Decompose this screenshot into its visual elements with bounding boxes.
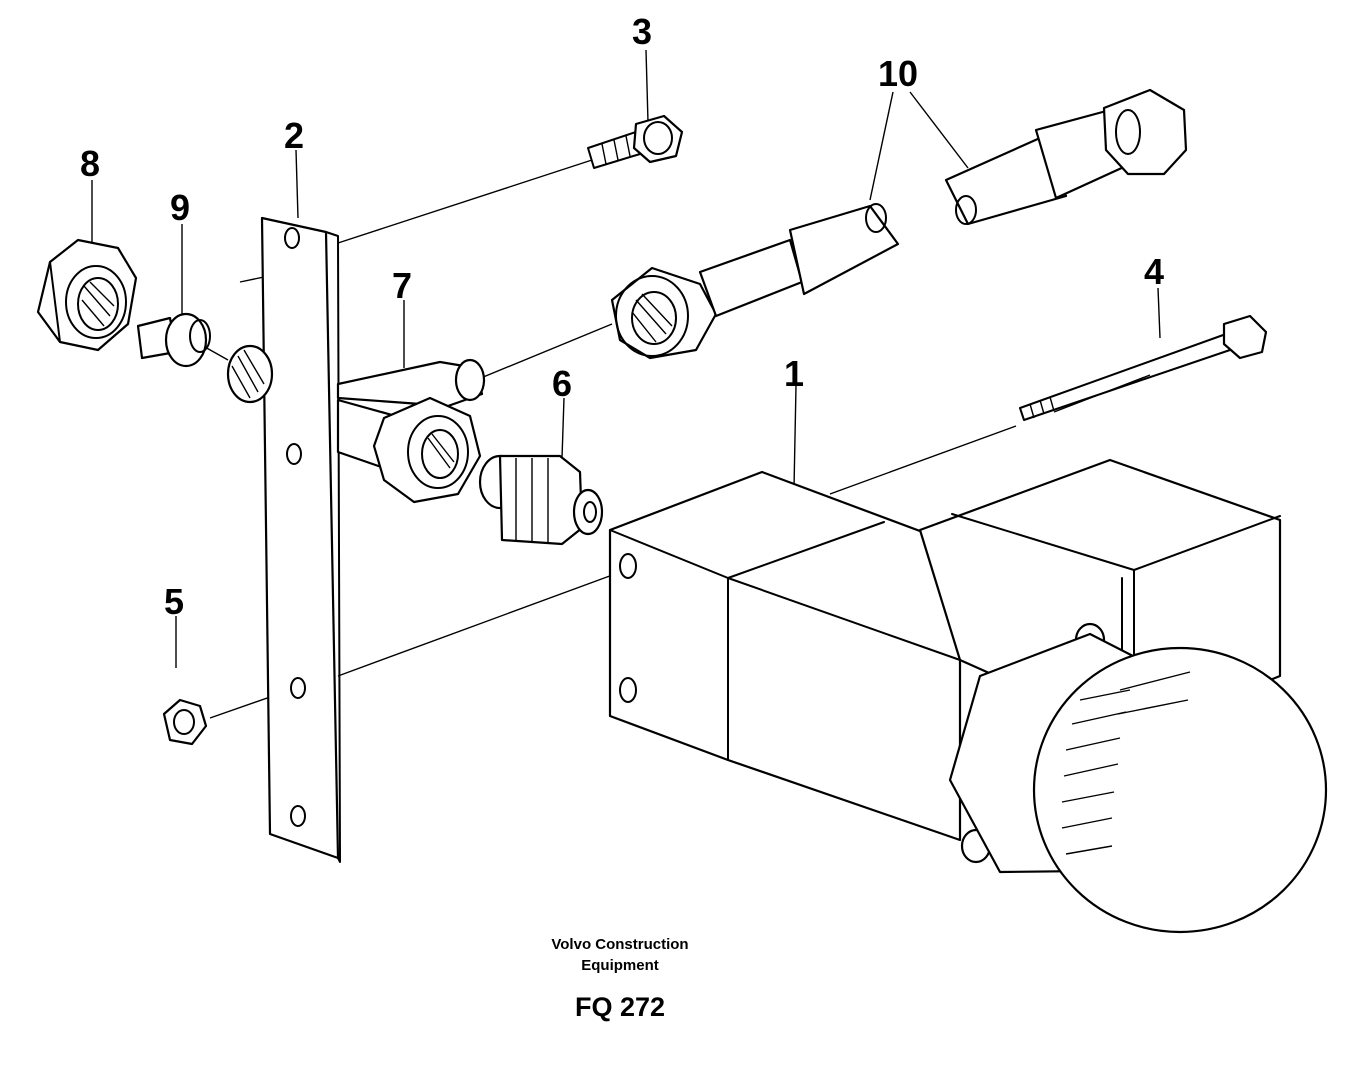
part-7-elbow xyxy=(336,358,486,504)
part-9-nipple xyxy=(136,312,211,368)
callout-8: 8 xyxy=(80,143,101,184)
manufacturer-caption: Volvo Construction Equipment xyxy=(490,934,750,976)
part-2-mounting-plate xyxy=(260,216,341,863)
plate-boss xyxy=(226,344,274,404)
callout-7: 7 xyxy=(392,265,413,306)
callout-2: 2 xyxy=(284,115,305,156)
connector-grip-ribs xyxy=(1061,671,1191,855)
manufacturer-line-1: Volvo Construction xyxy=(551,936,689,953)
part-10-hose-lower xyxy=(610,203,900,360)
manufacturer-line-2: Equipment xyxy=(581,957,659,974)
figure-code: FQ 272 xyxy=(574,992,666,1022)
callout-1: 1 xyxy=(784,353,805,394)
part-5-nut xyxy=(162,698,208,746)
part-1-solenoid-valve xyxy=(608,458,1328,934)
callout-9: 9 xyxy=(170,187,191,228)
part-4-bolt xyxy=(1019,314,1268,421)
part-10-hose-upper xyxy=(944,88,1188,226)
callout-4: 4 xyxy=(1144,251,1165,292)
callout-10: 10 xyxy=(878,53,919,94)
callout-5: 5 xyxy=(164,581,185,622)
callout-3: 3 xyxy=(632,11,653,52)
callout-6: 6 xyxy=(552,363,573,404)
part-3-screw xyxy=(587,114,684,169)
part-8-hex-nut xyxy=(36,238,138,352)
part-6-adapter xyxy=(478,454,604,546)
